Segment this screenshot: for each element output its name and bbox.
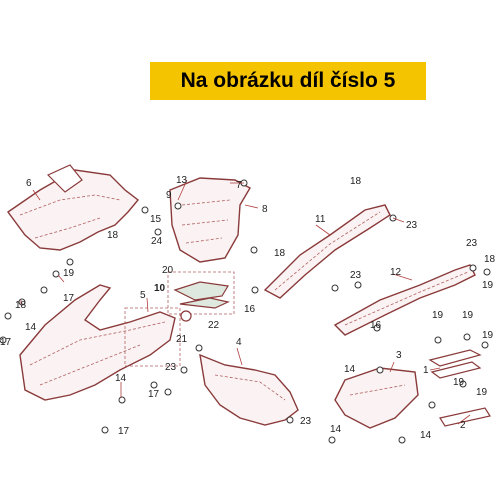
- callout-19c: 19: [432, 310, 444, 321]
- callout-17: 17: [63, 293, 75, 304]
- callout-1: 1: [423, 365, 429, 376]
- callout-17d: 17: [118, 426, 130, 437]
- part-3-tray: [334, 367, 419, 429]
- callout-14c: 14: [115, 373, 127, 384]
- callout-24: 24: [151, 236, 163, 247]
- part-2-bracket: [439, 407, 491, 427]
- fasteners: [0, 179, 491, 444]
- callout-2: 2: [460, 420, 466, 431]
- part-11-upper-rail: [263, 204, 391, 299]
- callout-14e: 14: [420, 430, 432, 441]
- callout-19: 19: [63, 268, 75, 279]
- callout-16: 16: [244, 304, 256, 315]
- callout-6: 6: [26, 178, 32, 189]
- callout-18: 18: [107, 230, 119, 241]
- leader-lines: [20, 179, 471, 425]
- callout-17b: 17: [0, 337, 12, 348]
- callout-4: 4: [236, 337, 242, 348]
- part-1-bracket: [428, 349, 482, 379]
- callout-5: 5: [140, 290, 146, 301]
- part-8-front-inner-panel: [169, 177, 251, 263]
- callout-3: 3: [396, 350, 402, 361]
- callout-labels: 6 13 7 9 8 18 15 24 18 11 23 18 20 10 16…: [0, 175, 496, 441]
- callout-14d: 14: [330, 424, 342, 435]
- callout-17c: 17: [148, 389, 160, 400]
- part-number-banner: Na obrázku díl číslo 5: [150, 62, 426, 100]
- callout-23b: 23: [350, 270, 362, 281]
- callout-21: 21: [176, 334, 188, 345]
- callout-18d: 18: [484, 254, 496, 265]
- banner-text: Na obrázku díl číslo 5: [180, 69, 396, 92]
- callout-11: 11: [315, 214, 326, 225]
- part-5-floor-panel: [19, 284, 181, 401]
- callout-19d: 19: [462, 310, 474, 321]
- callout-18b: 18: [350, 176, 362, 187]
- callout-13: 13: [176, 175, 188, 186]
- callout-19g: 19: [476, 387, 488, 398]
- callout-23c: 23: [466, 238, 478, 249]
- part-6-floor-frame: [7, 164, 140, 251]
- callout-19b: 19: [482, 280, 494, 291]
- callout-15: 15: [150, 214, 162, 225]
- callout-22: 22: [208, 320, 220, 331]
- callout-23: 23: [406, 220, 418, 231]
- callout-23d: 23: [165, 362, 177, 373]
- callout-19f: 19: [453, 377, 465, 388]
- part-12-lower-rail: [333, 264, 476, 336]
- callout-23e: 23: [300, 416, 312, 427]
- callout-14b: 14: [344, 364, 356, 375]
- callout-7: 7: [236, 180, 242, 191]
- part-4-lower-cover: [199, 353, 299, 426]
- callout-12: 12: [390, 267, 402, 278]
- part-10-rubber-strip: [167, 271, 235, 322]
- callout-8: 8: [262, 204, 268, 215]
- callout-16b: 16: [370, 320, 382, 331]
- callout-14: 14: [25, 322, 37, 333]
- callout-19e: 19: [482, 330, 494, 341]
- callout-9: 9: [166, 190, 172, 201]
- callout-18c: 18: [274, 248, 286, 259]
- callout-10: 10: [154, 283, 166, 294]
- callout-20: 20: [162, 265, 174, 276]
- callout-18e: 18: [15, 300, 27, 311]
